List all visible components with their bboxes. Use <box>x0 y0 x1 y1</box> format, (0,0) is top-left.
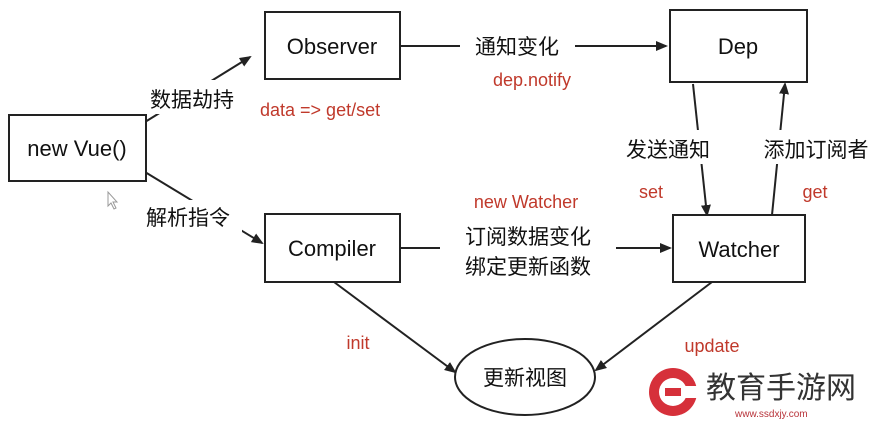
cursor-icon <box>107 190 119 210</box>
node-observer: Observer <box>264 11 401 80</box>
label-send-notify: 发送通知 <box>626 138 710 162</box>
note-set: set <box>639 182 663 202</box>
watermark-logo-icon <box>649 368 699 416</box>
node-dep-label: Dep <box>718 34 758 59</box>
node-new-vue: new Vue() <box>8 114 147 182</box>
node-update-view-label: 更新视图 <box>483 366 567 390</box>
note-dep-notify: dep.notify <box>493 70 571 90</box>
note-get: get <box>802 182 827 202</box>
node-compiler: Compiler <box>264 213 401 283</box>
edge-compiler-to-update <box>333 281 457 374</box>
node-update-view: 更新视图 <box>454 338 596 416</box>
note-update: update <box>684 336 739 356</box>
node-observer-label: Observer <box>287 34 377 59</box>
watermark-url: www.ssdxjy.com <box>734 409 808 420</box>
node-compiler-label: Compiler <box>288 236 376 261</box>
note-new-watcher: new Watcher <box>474 192 578 212</box>
label-subscribe-data: 订阅数据变化 <box>465 225 591 249</box>
edge-watcher-to-update <box>594 281 713 372</box>
watermark: 教育手游网 www.ssdxjy.com <box>636 356 893 425</box>
node-new-vue-label: new Vue() <box>27 136 126 161</box>
node-watcher: Watcher <box>672 214 806 283</box>
node-watcher-label: Watcher <box>698 237 779 262</box>
label-add-subscriber: 添加订阅者 <box>764 138 869 162</box>
note-data-get-set: data => get/set <box>260 100 380 120</box>
label-bind-update-fn: 绑定更新函数 <box>465 255 591 279</box>
label-data-hijack: 数据劫持 <box>150 88 234 112</box>
node-dep: Dep <box>669 9 808 83</box>
label-parse-directive: 解析指令 <box>146 206 230 230</box>
label-notify-change: 通知变化 <box>475 35 559 59</box>
note-init: init <box>346 333 369 353</box>
watermark-text: 教育手游网 <box>706 371 856 406</box>
